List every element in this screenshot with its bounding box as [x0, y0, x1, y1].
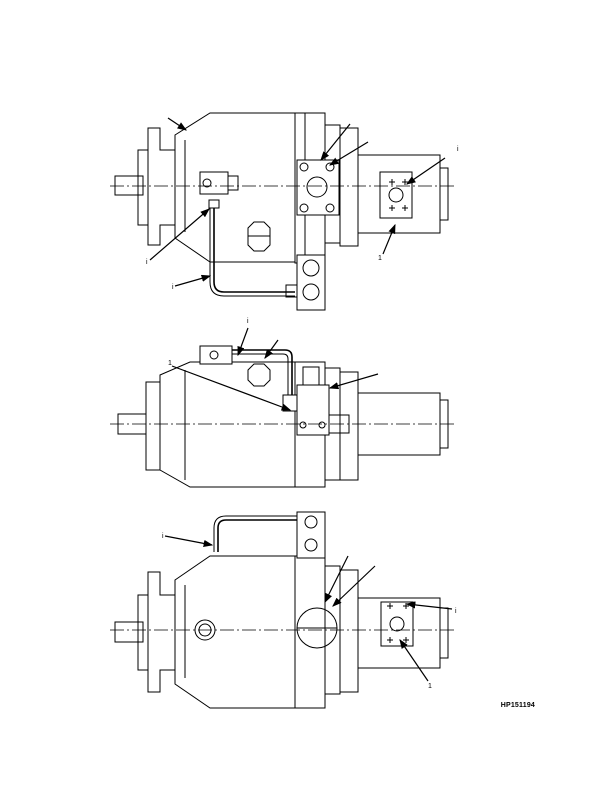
- callout-label: i: [247, 318, 249, 325]
- callout-labels: i i 1 i i 1 i i 1: [146, 146, 459, 690]
- callout-label: i: [455, 608, 457, 615]
- pump-view-top: [110, 112, 455, 311]
- callout-label: i: [457, 146, 459, 153]
- callout-label: 1: [378, 255, 382, 262]
- figure-id-label: HP151194: [500, 702, 535, 709]
- pump-view-middle: [110, 327, 455, 488]
- callout-label: 1: [428, 683, 432, 690]
- callout-label: 1: [168, 360, 172, 367]
- pump-view-bottom: [110, 511, 455, 709]
- callout-label: i: [172, 284, 174, 291]
- callout-label: i: [146, 259, 148, 266]
- callout-label: i: [162, 533, 164, 540]
